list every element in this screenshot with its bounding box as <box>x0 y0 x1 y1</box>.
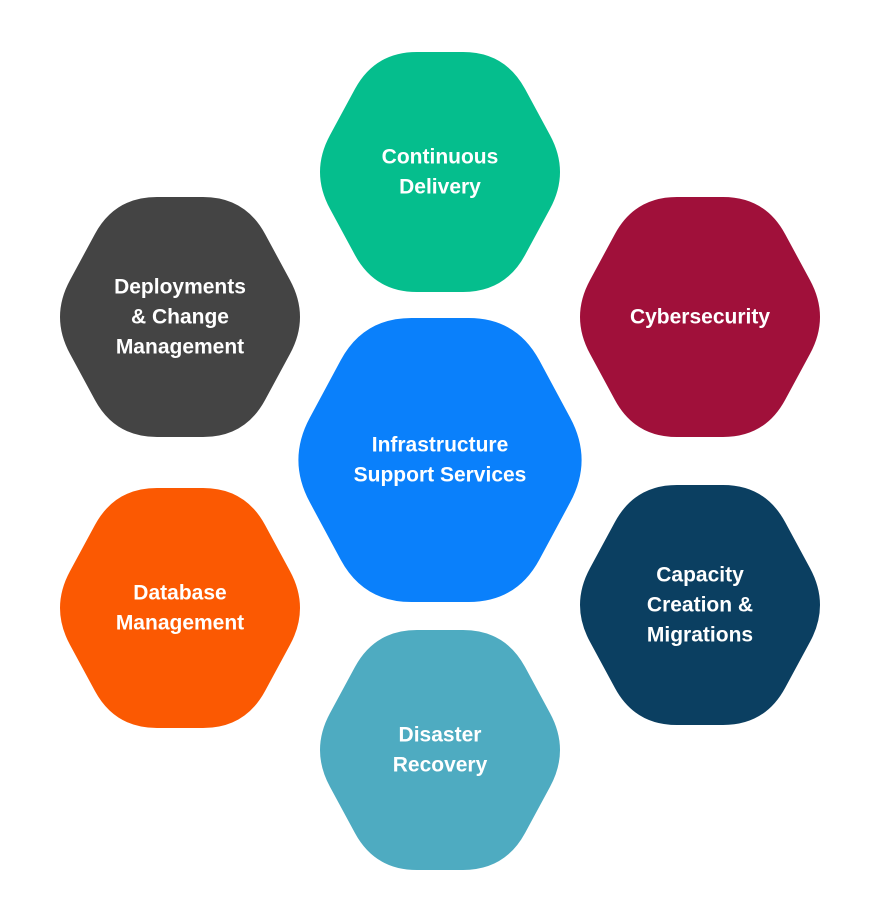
hex-capacity-creation-migrations-shape <box>580 485 820 725</box>
hex-infrastructure-support-services-label-line: Infrastructure <box>372 434 509 457</box>
hex-disaster-recovery-shape <box>320 630 560 870</box>
hex-continuous-delivery-label-line: Continuous <box>382 146 499 169</box>
hex-cybersecurity-shape <box>580 197 820 437</box>
hex-deployments-change-management-label-line: & Change <box>131 306 229 329</box>
hex-disaster-recovery-label-line: Recovery <box>393 754 488 777</box>
hex-capacity-creation-migrations-label-line: Migrations <box>647 624 753 647</box>
hex-database-management-label-line: Database <box>133 582 226 605</box>
hex-continuous-delivery-label-line: Delivery <box>399 176 481 199</box>
hex-deployments-change-management-label-line: Deployments <box>114 276 246 299</box>
hex-deployments-change-management-shape <box>60 197 300 437</box>
hex-infrastructure-support-services-label-line: Support Services <box>354 464 527 487</box>
hex-database-management-label-line: Management <box>116 612 244 635</box>
hex-infrastructure-support-services-shape <box>298 318 582 602</box>
hex-deployments-change-management-label-line: Management <box>116 336 244 359</box>
hex-capacity-creation-migrations-label-line: Capacity <box>656 564 744 587</box>
hex-disaster-recovery-label-line: Disaster <box>399 724 482 747</box>
hex-cybersecurity-label-line: Cybersecurity <box>630 306 770 329</box>
hex-continuous-delivery-shape <box>320 52 560 292</box>
hex-capacity-creation-migrations-label-line: Creation & <box>647 594 753 617</box>
hex-cybersecurity: Cybersecurity <box>580 197 820 437</box>
hex-database-management-shape <box>60 488 300 728</box>
